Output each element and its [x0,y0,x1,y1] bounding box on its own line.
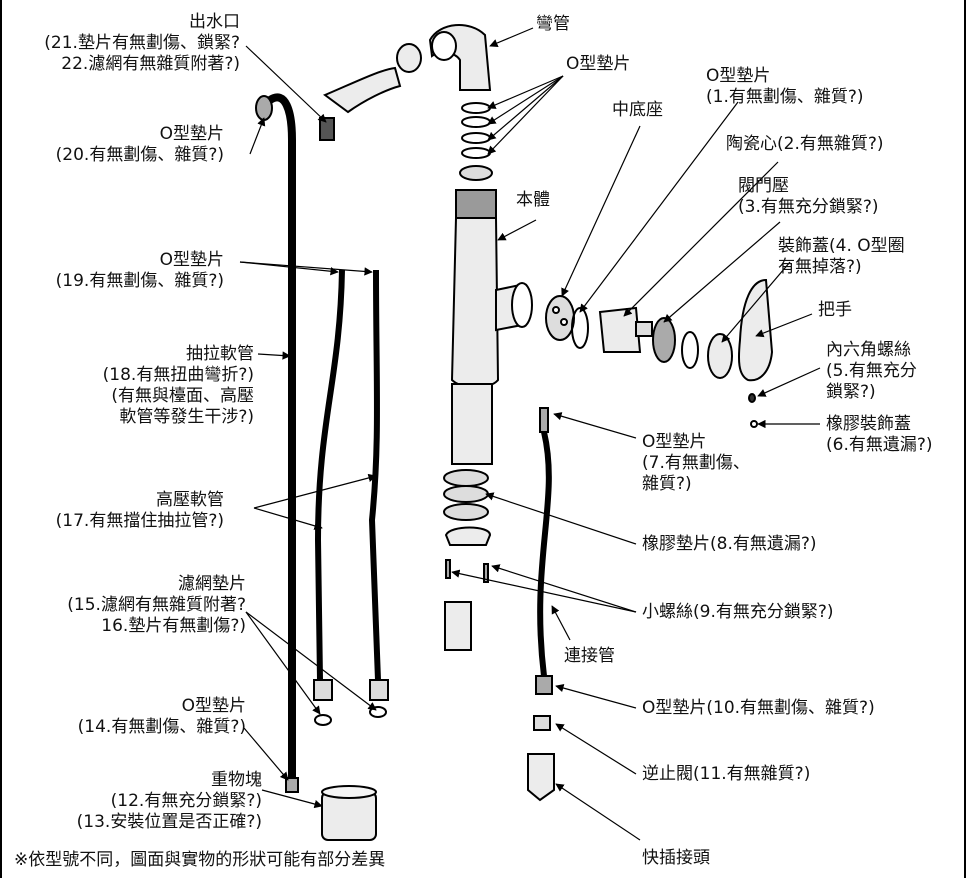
body-part [450,189,533,465]
footnote: ※依型號不同，圖面與實物的形狀可能有部分差異 [14,850,386,870]
label-quick-connector: 快插接頭 [642,848,710,868]
spout-part [323,23,492,114]
hp-hoses-part [313,269,389,726]
label-body: 本體 [516,190,550,210]
label-handle: 把手 [818,300,852,320]
label-midbase: 中底座 [612,100,663,120]
cartridge-assembly [545,278,774,428]
weight-part [321,785,377,841]
label-oring-19: O型墊片 (19.有無劃傷、雜質?) [55,250,224,291]
lower-fittings [443,469,492,651]
label-small-screw: 小螺絲(9.有無充分鎖緊?) [642,602,834,622]
label-oring-7: O型墊片 (7.有無劃傷、 雜質?) [642,432,750,494]
label-pullout-hose: 抽拉軟管 (18.有無扭曲彎折?) (有無與檯面、高壓 軟管等發生干涉?) [102,344,254,427]
label-hex-screw: 內六角螺絲 (5.有無充分 鎖緊?) [826,340,917,402]
label-cover: 裝飾蓋(4. O型圈 有無掉落?) [778,236,905,277]
label-weight: 重物塊 (12.有無充分鎖緊?) (13.安裝位置是否正確?) [76,770,262,832]
label-check-valve: 逆止閥(11.有無雜質?) [642,764,811,784]
label-cartridge: 陶瓷心(2.有無雜質?) [726,134,884,154]
label-rubber-gasket: 橡膠墊片(8.有無遺漏?) [642,534,817,554]
label-oring-20: O型墊片 (20.有無劃傷、雜質?) [55,124,224,165]
pullout-hose-part [255,93,335,793]
label-oring-10: O型墊片(10.有無劃傷、雜質?) [642,698,875,718]
oring-stack-top [459,102,493,181]
label-oring-top: O型墊片 [566,54,631,74]
label-spout: 彎管 [536,14,570,34]
leader-lines [239,27,821,841]
label-oring-1: O型墊片 (1.有無劃傷、雜質?) [706,66,864,107]
label-rubber-cap: 橡膠裝飾蓋 (6.有無遺漏?) [826,414,933,455]
label-hp-hose: 高壓軟管 (17.有無擋住抽拉管?) [55,490,224,531]
label-outlet: 出水口 (21.墊片有無劃傷、鎖緊? 22.濾網有無雜質附著?) [44,12,240,74]
connecting-pipe-part [527,407,555,802]
label-valve-cap: 閥門壓 (3.有無充分鎖緊?) [738,176,879,217]
label-connecting-pipe: 連接管 [564,646,615,666]
label-oring-14: O型墊片 (14.有無劃傷、雜質?) [77,696,246,737]
label-filter-gasket: 濾網墊片 (15.濾網有無雜質附著? 16.墊片有無劃傷?) [67,574,246,636]
